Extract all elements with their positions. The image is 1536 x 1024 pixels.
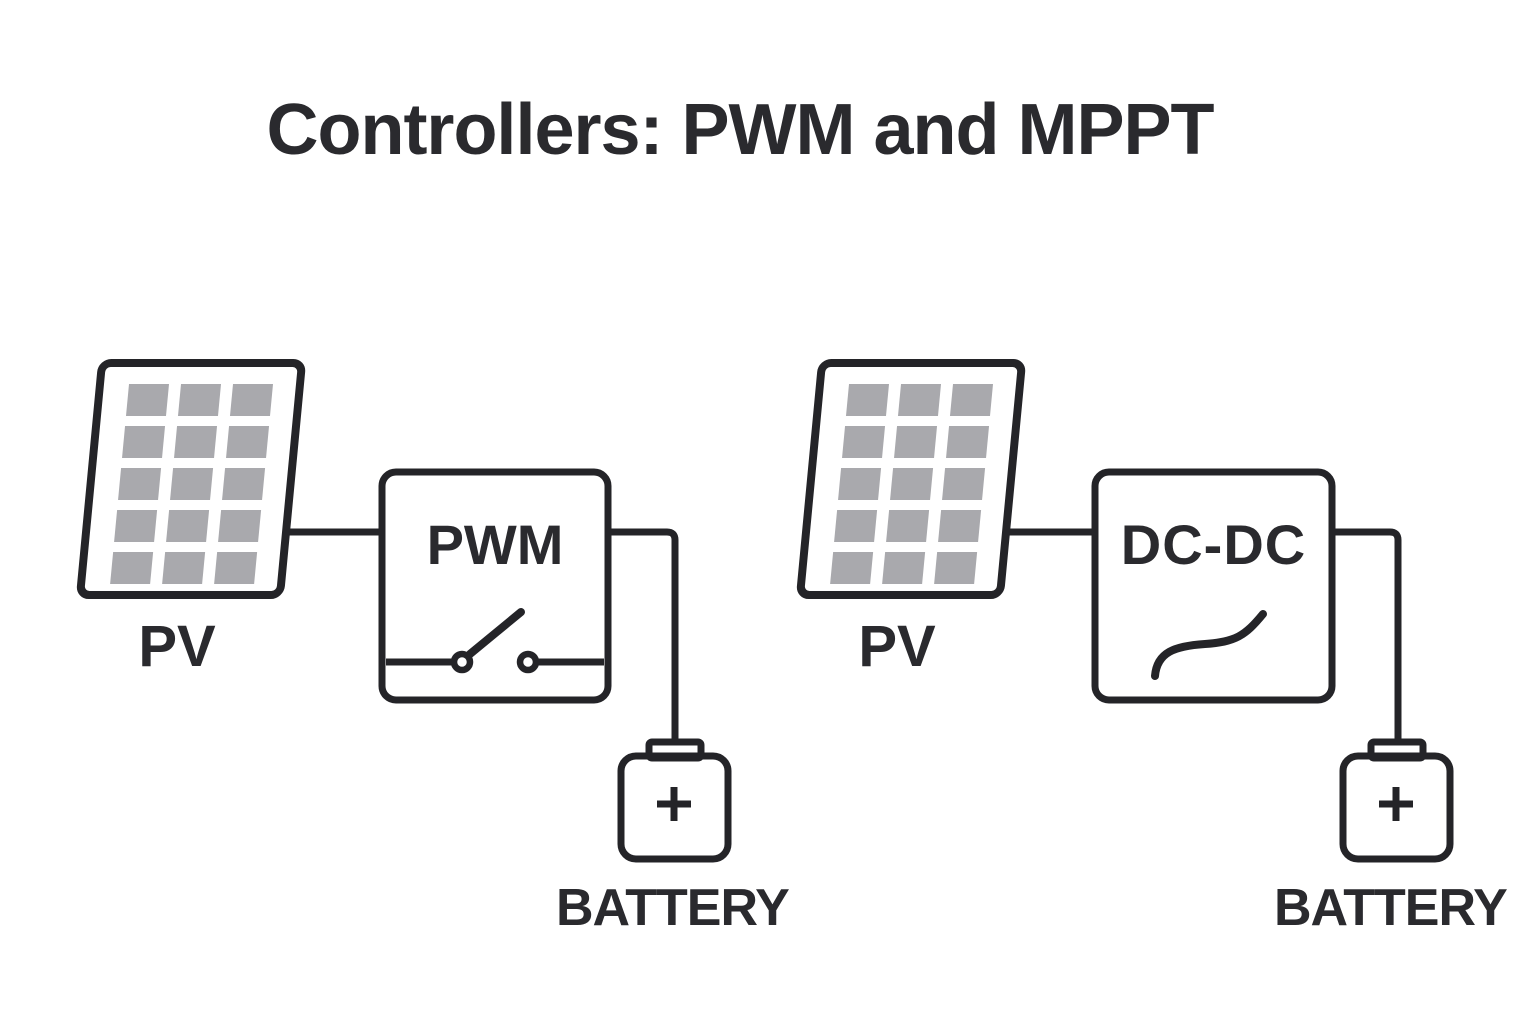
pv-cell — [226, 426, 270, 458]
pv-label: PV — [138, 614, 216, 679]
pv-cell — [229, 384, 274, 416]
switch-contact-left — [450, 650, 474, 674]
switch-lever — [466, 608, 525, 658]
pv-cell — [934, 552, 978, 584]
pv-cell — [946, 426, 990, 458]
pv-cell — [125, 384, 170, 416]
pv-cell — [166, 510, 210, 542]
pv-cell — [890, 468, 934, 500]
battery-label: BATTERY — [556, 879, 790, 937]
pv-cell — [222, 468, 266, 500]
plus-icon — [1379, 787, 1413, 821]
pv-cell — [214, 552, 258, 584]
battery-icon — [1339, 738, 1454, 863]
pv-cell — [118, 468, 162, 500]
pv-cell — [122, 426, 166, 458]
pv-cell-grid — [830, 384, 994, 584]
battery-body — [1339, 752, 1454, 863]
controller-box — [378, 468, 612, 704]
pv-cell — [174, 426, 218, 458]
pv-cell — [162, 552, 206, 584]
controller-label: DC-DC — [1120, 513, 1307, 576]
battery-body — [617, 752, 732, 863]
plus-icon — [657, 787, 691, 821]
wire-controller-to-battery — [1332, 528, 1402, 742]
pv-panel-frame — [796, 359, 1026, 599]
pwm-diagram — [76, 359, 732, 863]
pv-cell-grid — [110, 384, 274, 584]
pv-cell — [897, 384, 942, 416]
pv-cell — [942, 468, 986, 500]
wire-controller-to-battery — [608, 528, 679, 742]
pv-cell — [830, 552, 874, 584]
pv-cell — [845, 384, 890, 416]
pv-panel-frame — [76, 359, 306, 599]
mppt-diagram — [796, 359, 1454, 863]
page-title: Controllers: PWM and MPPT — [266, 90, 1215, 170]
pv-panel-icon — [796, 359, 1026, 599]
mppt-curve-icon — [1151, 610, 1267, 680]
pv-cell — [842, 426, 886, 458]
pv-cell — [838, 468, 882, 500]
battery-icon — [617, 738, 732, 863]
battery-label: BATTERY — [1274, 879, 1508, 937]
pv-cell — [949, 384, 994, 416]
pv-cell — [177, 384, 222, 416]
switch-contact-right — [516, 650, 540, 674]
pv-cell — [110, 552, 154, 584]
pv-cell — [218, 510, 262, 542]
pv-panel-icon — [76, 359, 306, 599]
pv-cell — [834, 510, 878, 542]
pv-cell — [886, 510, 930, 542]
pv-cell — [170, 468, 214, 500]
pv-cell — [894, 426, 938, 458]
pv-label: PV — [858, 614, 936, 679]
pv-cell — [882, 552, 926, 584]
controller-label: PWM — [426, 513, 564, 576]
pv-cell — [938, 510, 982, 542]
controller-box — [1091, 468, 1336, 704]
switch-icon — [386, 608, 604, 674]
pv-cell — [114, 510, 158, 542]
